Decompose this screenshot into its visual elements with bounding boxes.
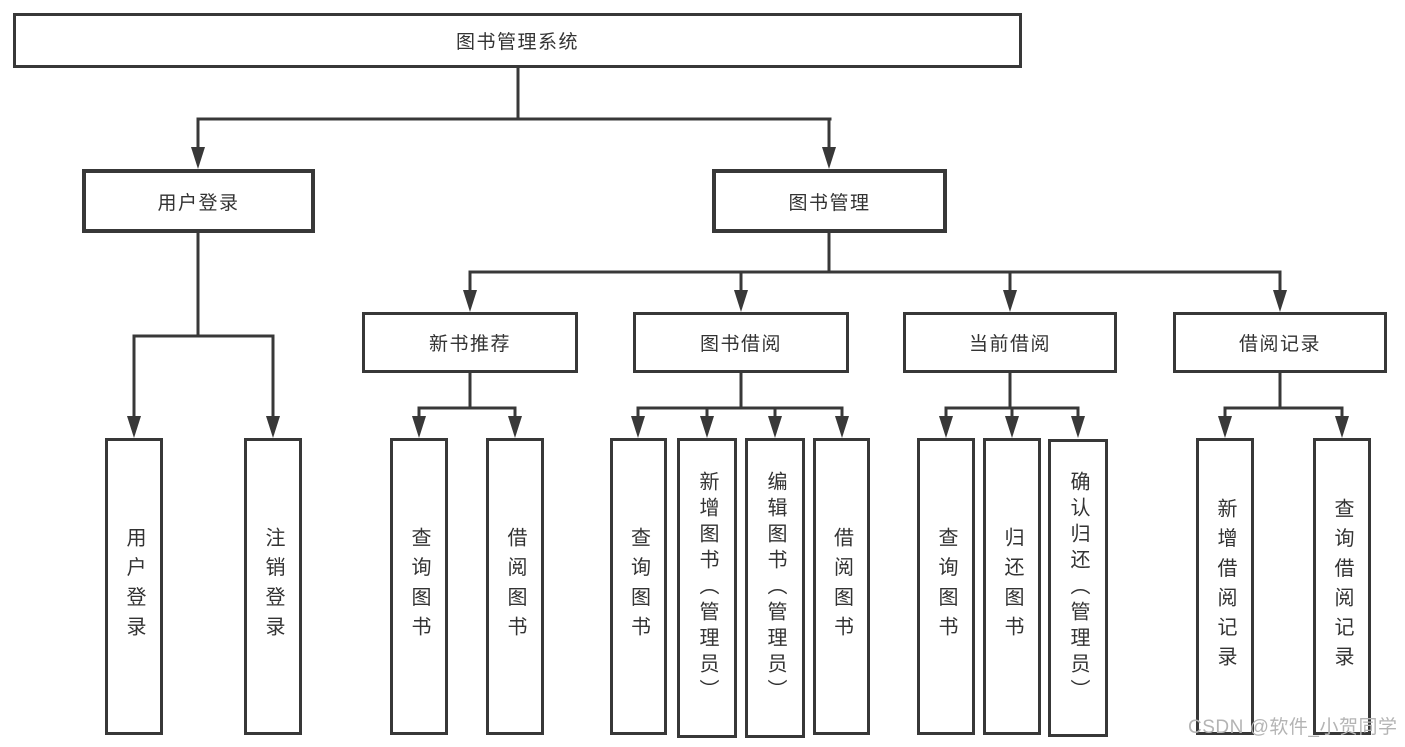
leaf-user-login: 用户登录 [105,438,163,735]
node-label: 注销登录 [262,527,284,646]
leaf-add-borrow-record: 新增借阅记录 [1196,438,1254,735]
leaf-logout-login: 注销登录 [244,438,302,735]
leaf-query-books-current: 查询图书 [917,438,975,735]
node-borrowing-records: 借阅记录 [1173,312,1387,373]
leaf-query-borrow-record: 查询借阅记录 [1313,438,1371,735]
node-label: 确认归还（管理员） [1067,471,1089,705]
node-label: 查询借阅记录 [1331,497,1353,676]
leaf-borrow-books-recommend: 借阅图书 [486,438,544,735]
node-label: 查询图书 [408,527,430,646]
node-label: 查询图书 [627,527,650,646]
node-label: 新增图书（管理员） [696,471,718,705]
node-label: 图书借阅 [699,334,782,355]
csdn-watermark: CSDN @软件_小贺同学 [1188,717,1398,738]
leaf-query-books-borrow: 查询图书 [610,438,667,735]
leaf-confirm-return-admin: 确认归还（管理员） [1048,439,1108,737]
node-label: 编辑图书（管理员） [764,471,786,705]
leaf-query-books-recommend: 查询图书 [390,438,448,735]
node-label: 图书管理系统 [455,32,579,53]
node-label: 图书管理 [788,192,871,214]
node-library-management-system: 图书管理系统 [13,13,1022,68]
leaf-edit-books-admin: 编辑图书（管理员） [745,438,805,738]
leaf-add-books-admin: 新增图书（管理员） [677,438,737,738]
node-label: 借阅图书 [504,527,526,646]
node-user-login: 用户登录 [82,169,315,233]
node-book-management: 图书管理 [712,169,947,233]
node-label: 借阅图书 [830,527,853,646]
node-label: 借阅记录 [1238,334,1321,355]
node-label: 查询图书 [935,527,957,646]
node-current-borrowing: 当前借阅 [903,312,1117,373]
node-label: 当前借阅 [968,334,1051,355]
node-label: 归还图书 [1001,527,1023,646]
leaf-borrow-books: 借阅图书 [813,438,870,735]
node-book-borrowing: 图书借阅 [633,312,849,373]
node-label: 新增借阅记录 [1214,497,1236,676]
leaf-return-books: 归还图书 [983,438,1041,735]
node-label: 用户登录 [157,192,240,214]
node-new-book-recommend: 新书推荐 [362,312,578,373]
node-label: 用户登录 [123,527,145,646]
node-label: 新书推荐 [428,334,511,355]
